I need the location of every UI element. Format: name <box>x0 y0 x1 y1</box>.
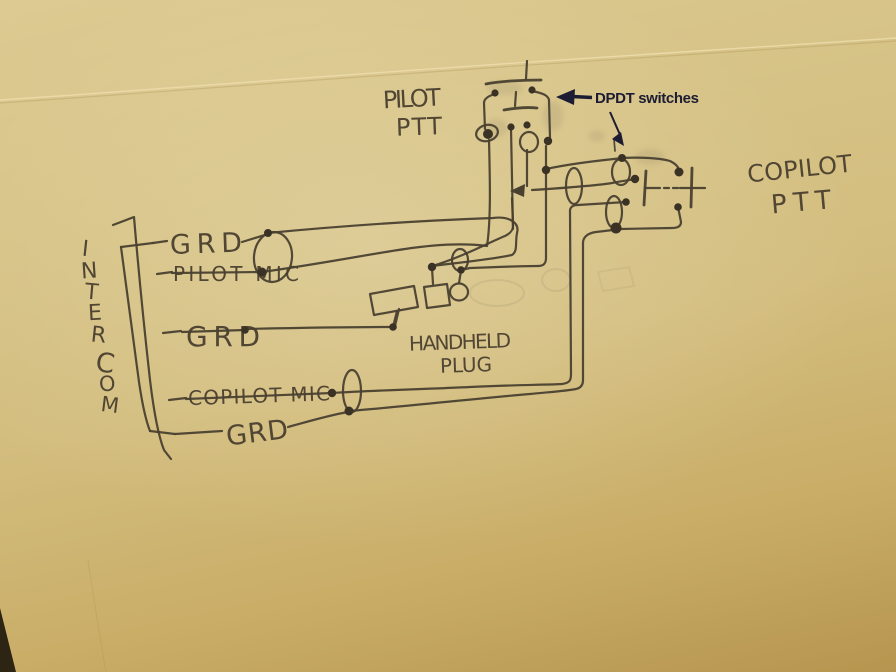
intercom-unit: I N T E R C O M <box>80 215 224 461</box>
switch-bar <box>484 78 543 86</box>
plug-body <box>368 284 420 317</box>
junction-dot <box>457 266 465 274</box>
intercom-letter: N <box>80 258 98 284</box>
intercom-bracket-line <box>119 245 152 433</box>
arrow-left-icon <box>556 89 593 105</box>
wire-plug-tip-to-switch <box>459 144 548 272</box>
wire-grd2-lead <box>180 328 247 334</box>
dpdt-annotation: DPDT switches <box>556 89 699 146</box>
wire-copilot-mic-lead <box>184 391 334 401</box>
wire-loop <box>252 230 294 284</box>
wire-grd3-lead <box>286 410 350 429</box>
wires <box>170 138 683 429</box>
intercom-letter: M <box>99 392 120 418</box>
wire-plug-square-up <box>430 196 515 268</box>
junction-dot <box>491 89 499 97</box>
junction-dot <box>507 123 515 131</box>
copilot-ptt-line1: COPILOT <box>746 150 854 189</box>
junction-dot <box>543 136 553 146</box>
wire-pilot-mic-lead <box>170 270 264 275</box>
switch-contact-loop <box>475 123 499 143</box>
bracket-bottom-stub <box>148 429 177 436</box>
intercom-edge-line <box>111 215 173 461</box>
junction-dot <box>541 165 551 175</box>
junction-dots <box>241 86 684 416</box>
junction-dot <box>344 406 354 416</box>
plug-lead <box>393 307 401 328</box>
intercom-letter: T <box>83 279 100 305</box>
junction-dot <box>327 388 337 398</box>
junction-dot <box>483 129 493 139</box>
junction-dot <box>674 167 684 177</box>
wire-copilot-lower-return <box>618 205 683 231</box>
copilot-ptt-label: COPILOT PTT <box>746 150 854 221</box>
junction-dot <box>264 229 272 237</box>
terminal-label-grd-1: GRD <box>169 228 242 261</box>
junction-dot <box>630 174 640 184</box>
switch-pole-lead <box>509 126 515 231</box>
wire-loop <box>564 166 584 206</box>
intercom-vertical-label: I N T E R C O M <box>80 237 120 418</box>
intercom-letter: I <box>81 237 90 263</box>
dpdt-annotation-label: DPDT switches <box>595 90 699 107</box>
intercom-letter: C <box>94 347 117 380</box>
wire-pilot-to-copilot-lower <box>530 177 637 192</box>
junction-dot <box>523 121 531 129</box>
junction-dot <box>622 198 630 206</box>
wire-stub <box>613 138 616 152</box>
switch-contact-loop <box>518 130 540 154</box>
switch-actuator <box>524 59 529 81</box>
terminal-tick <box>151 239 169 245</box>
terminal-label-grd-3: GRD <box>225 414 290 452</box>
junction-dot <box>674 203 682 211</box>
pencil-smudges <box>469 81 665 307</box>
junction-dot <box>389 323 397 331</box>
terminal-tick <box>173 429 224 436</box>
wire-pilot-mic-to-switch <box>260 138 491 274</box>
photo-background-corner <box>0 608 16 672</box>
pilot-ptt-line2: PTT <box>395 112 442 142</box>
terminal-labels: GRD PILOT MIC GRD COPILOT MIC GRD <box>169 228 330 453</box>
handheld-plug-label-line1: HANDHELD <box>409 328 512 356</box>
intercom-letter: E <box>87 301 102 327</box>
plug-tip <box>448 282 470 302</box>
junction-dot <box>241 326 249 334</box>
paper-creases <box>0 37 896 672</box>
terminal-tick <box>155 270 174 276</box>
wire-grd1-to-plug-square <box>266 216 519 268</box>
intercom-letter: R <box>90 322 108 348</box>
pilot-ptt-line1: PILOT <box>382 83 442 114</box>
wire-grd2-to-plug-body <box>243 309 399 331</box>
terminal-label-grd-2: GRD <box>186 320 260 353</box>
switch-bar <box>502 106 539 112</box>
terminal-tick <box>167 396 188 402</box>
handheld-plug-label-line2: PLUG <box>440 352 493 378</box>
bracket-top-stub <box>119 241 155 249</box>
junction-dot <box>427 262 437 272</box>
terminal-label-pilot-mic: PILOT MIC <box>173 262 299 286</box>
copilot-ptt-line2: PTT <box>770 185 832 220</box>
switch-stub <box>513 90 518 108</box>
junction-dot <box>610 222 622 234</box>
wire-arrowhead-icon <box>510 184 525 197</box>
intercom-letter: O <box>98 371 117 396</box>
arrow-down-icon <box>609 111 624 146</box>
junction-dot <box>257 267 267 277</box>
plug-ring <box>422 282 452 310</box>
junction-dot <box>618 154 626 162</box>
copilot-ptt-switch <box>642 166 707 209</box>
wire-pilot-to-copilot-upper <box>544 156 681 174</box>
wire-grd3-to-switch <box>347 228 615 413</box>
pilot-ptt-label: PILOT PTT <box>382 83 443 141</box>
terminal-tick <box>161 329 183 335</box>
wire-copilot-mic-to-switch <box>330 200 628 395</box>
junction-dot <box>528 86 536 94</box>
handheld-plug-symbol: HANDHELD PLUG <box>368 266 512 378</box>
